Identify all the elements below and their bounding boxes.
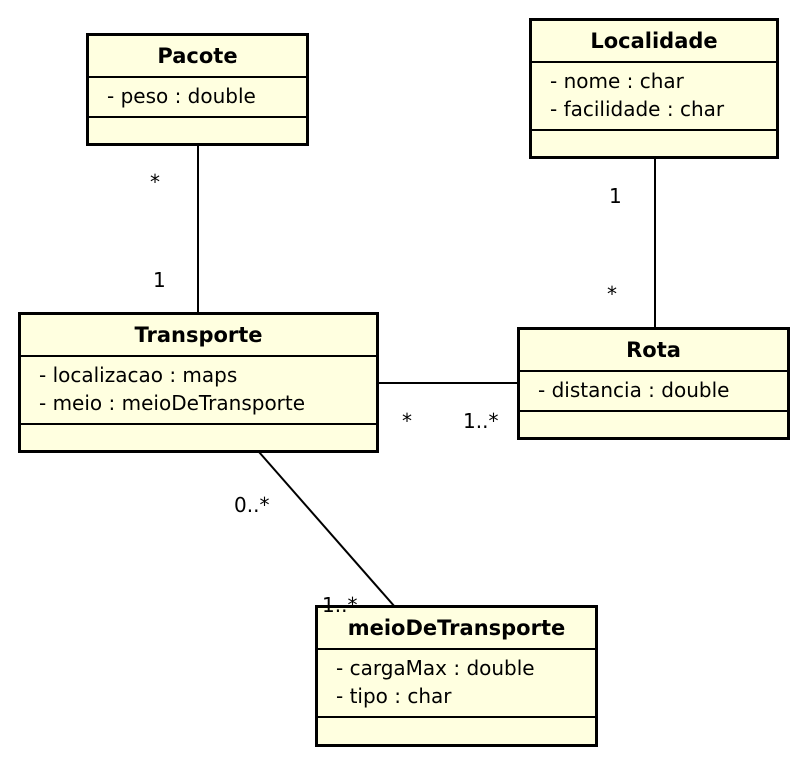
class-rota-attributes: - distancia : double	[520, 372, 787, 412]
class-localidade-name: Localidade	[532, 21, 776, 63]
multiplicity-rota-end-localidade: *	[607, 282, 617, 306]
attribute-nome: - nome : char	[550, 69, 684, 93]
attribute-meio: - meio : meioDeTransporte	[39, 391, 306, 415]
attribute-tipo: - tipo : char	[336, 684, 452, 708]
class-pacote-attributes: - peso : double	[89, 78, 306, 118]
attribute-distancia: - distancia : double	[538, 378, 730, 402]
class-rota-name: Rota	[520, 330, 787, 372]
attribute-localizacao: - localizacao : maps	[39, 363, 238, 387]
class-pacote[interactable]: Pacote - peso : double	[86, 33, 309, 146]
multiplicity-rota-end-transporte: 1..*	[463, 409, 499, 433]
association-transporte-meio	[258, 451, 396, 608]
class-pacote-name: Pacote	[89, 36, 306, 78]
class-transporte[interactable]: Transporte - localizacao : maps - meio :…	[18, 312, 379, 453]
attribute-facilidade: - facilidade : char	[550, 97, 725, 121]
multiplicity-transporte-end-pacote: 1	[153, 268, 166, 292]
multiplicity-transporte-end-rota: *	[402, 409, 412, 433]
attribute-cargamax: - cargaMax : double	[336, 656, 535, 680]
class-meiodetransporte[interactable]: meioDeTransporte - cargaMax : double - t…	[315, 605, 598, 747]
class-localidade[interactable]: Localidade - nome : char - facilidade : …	[529, 18, 779, 159]
class-meiodetransporte-name: meioDeTransporte	[318, 608, 595, 650]
class-meiodetransporte-attributes: - cargaMax : double - tipo : char	[318, 650, 595, 718]
multiplicity-transporte-end-meio: 0..*	[234, 493, 270, 517]
class-transporte-name: Transporte	[21, 315, 376, 357]
multiplicity-meio-end: 1..*	[322, 593, 358, 617]
class-transporte-attributes: - localizacao : maps - meio : meioDeTran…	[21, 357, 376, 425]
class-localidade-attributes: - nome : char - facilidade : char	[532, 63, 776, 131]
class-rota[interactable]: Rota - distancia : double	[517, 327, 790, 440]
multiplicity-localidade-end: 1	[609, 184, 622, 208]
attribute-peso: - peso : double	[107, 84, 256, 108]
multiplicity-pacote-end: *	[150, 170, 160, 194]
